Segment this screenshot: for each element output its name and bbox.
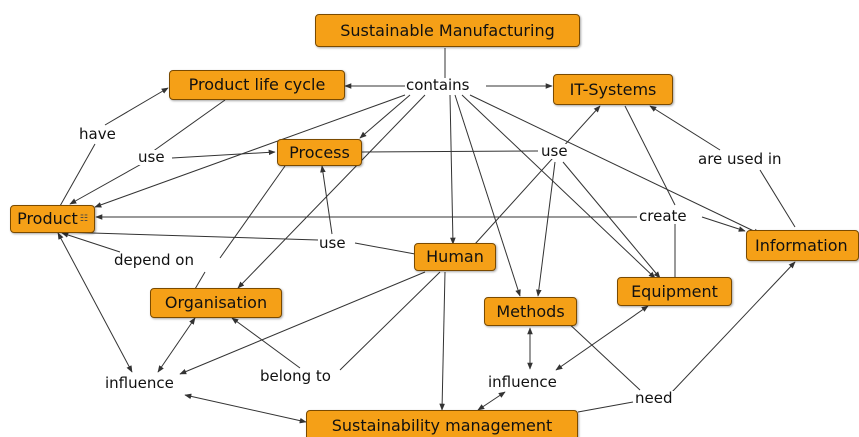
- link-label-contains: contains: [405, 76, 471, 94]
- link-label-create: create: [638, 207, 688, 225]
- edge-human-influence: [179, 271, 426, 375]
- edge-use-process2: [320, 165, 333, 235]
- node-label: Sustainability management: [331, 416, 553, 435]
- edge-dependon-product: [61, 232, 121, 253]
- edge-have-plc: [104, 87, 169, 126]
- edge-contains-methods: [454, 94, 521, 297]
- edge-need-information: [671, 261, 796, 393]
- edge-human-use: [354, 242, 416, 255]
- node-product-life-cycle[interactable]: Product life cycle: [169, 70, 345, 100]
- node-label: Product life cycle: [188, 75, 326, 94]
- edge-human-it: [474, 105, 601, 245]
- edge-organisation-influence: [157, 317, 196, 373]
- link-label-influence-right: influence: [487, 373, 558, 391]
- node-information[interactable]: Information: [746, 230, 859, 261]
- edge-human-sm: [439, 271, 446, 411]
- node-process[interactable]: Process: [277, 139, 362, 166]
- link-label-use-it: use: [540, 142, 569, 160]
- edge-contains-equipment: [461, 94, 656, 279]
- edge-contains-organisation: [237, 94, 426, 289]
- node-label: Equipment: [631, 281, 718, 301]
- link-label-use-product-process: use: [137, 148, 166, 166]
- node-human[interactable]: Human: [414, 243, 496, 271]
- edge-contains-process: [359, 94, 411, 139]
- edge-methods-need: [564, 319, 641, 391]
- node-label: Methods: [496, 301, 565, 321]
- edge-human-belongto: [339, 271, 441, 371]
- link-label-influence-left: influence: [104, 374, 175, 392]
- node-product[interactable]: Product ☷: [10, 205, 95, 233]
- edge-contains-product: [94, 94, 406, 208]
- edge-use-product: [69, 161, 146, 205]
- node-it-systems[interactable]: IT-Systems: [553, 74, 673, 105]
- edge-equipment-influence: [555, 305, 649, 371]
- edge-influence2-sm: [477, 391, 506, 411]
- edge-product-influence: [57, 232, 133, 373]
- edge-information-areusedin: [759, 169, 796, 228]
- edge-contains-information: [469, 94, 761, 235]
- edge-product-have: [59, 143, 96, 207]
- node-label: Information: [755, 235, 848, 255]
- edge-plc-product-use: [151, 99, 226, 153]
- edge-create-information: [701, 216, 746, 232]
- node-label: Human: [426, 247, 484, 266]
- edge-use-equipment: [562, 161, 661, 279]
- edge-need-sm: [577, 401, 634, 413]
- node-label: Sustainable Manufacturing: [340, 20, 555, 40]
- edge-it-equipment: [624, 105, 676, 206]
- attachment-icon[interactable]: ☷: [79, 213, 88, 224]
- link-label-depend-on: depend on: [113, 251, 195, 269]
- node-label: Product: [17, 209, 78, 228]
- node-label: Organisation: [164, 293, 268, 312]
- edge-contains-human: [449, 94, 456, 245]
- link-label-belong-to: belong to: [259, 367, 332, 385]
- node-equipment[interactable]: Equipment: [617, 277, 732, 306]
- node-organisation[interactable]: Organisation: [150, 288, 282, 318]
- edge-use-product2: [59, 229, 319, 241]
- link-label-use-human: use: [318, 234, 347, 252]
- edge-use-process: [171, 149, 276, 159]
- edge-process-use: [361, 150, 539, 153]
- link-label-need: need: [634, 389, 674, 407]
- node-label: IT-Systems: [569, 79, 657, 99]
- link-label-are-used-in: are used in: [697, 150, 783, 168]
- node-label: Process: [289, 142, 350, 162]
- node-sustainability-management[interactable]: Sustainability management: [306, 410, 578, 437]
- edge-influence-sm: [184, 393, 307, 424]
- link-label-have: have: [78, 125, 117, 143]
- edge-use-methods: [536, 161, 556, 297]
- node-methods[interactable]: Methods: [484, 297, 577, 326]
- node-sustainable-manufacturing[interactable]: Sustainable Manufacturing: [315, 14, 580, 47]
- edge-areusedin-it: [649, 105, 721, 151]
- edge-dependon-organisation: [194, 271, 206, 290]
- edge-process-dependon: [219, 165, 286, 259]
- edge-belongto-organisation: [231, 317, 301, 369]
